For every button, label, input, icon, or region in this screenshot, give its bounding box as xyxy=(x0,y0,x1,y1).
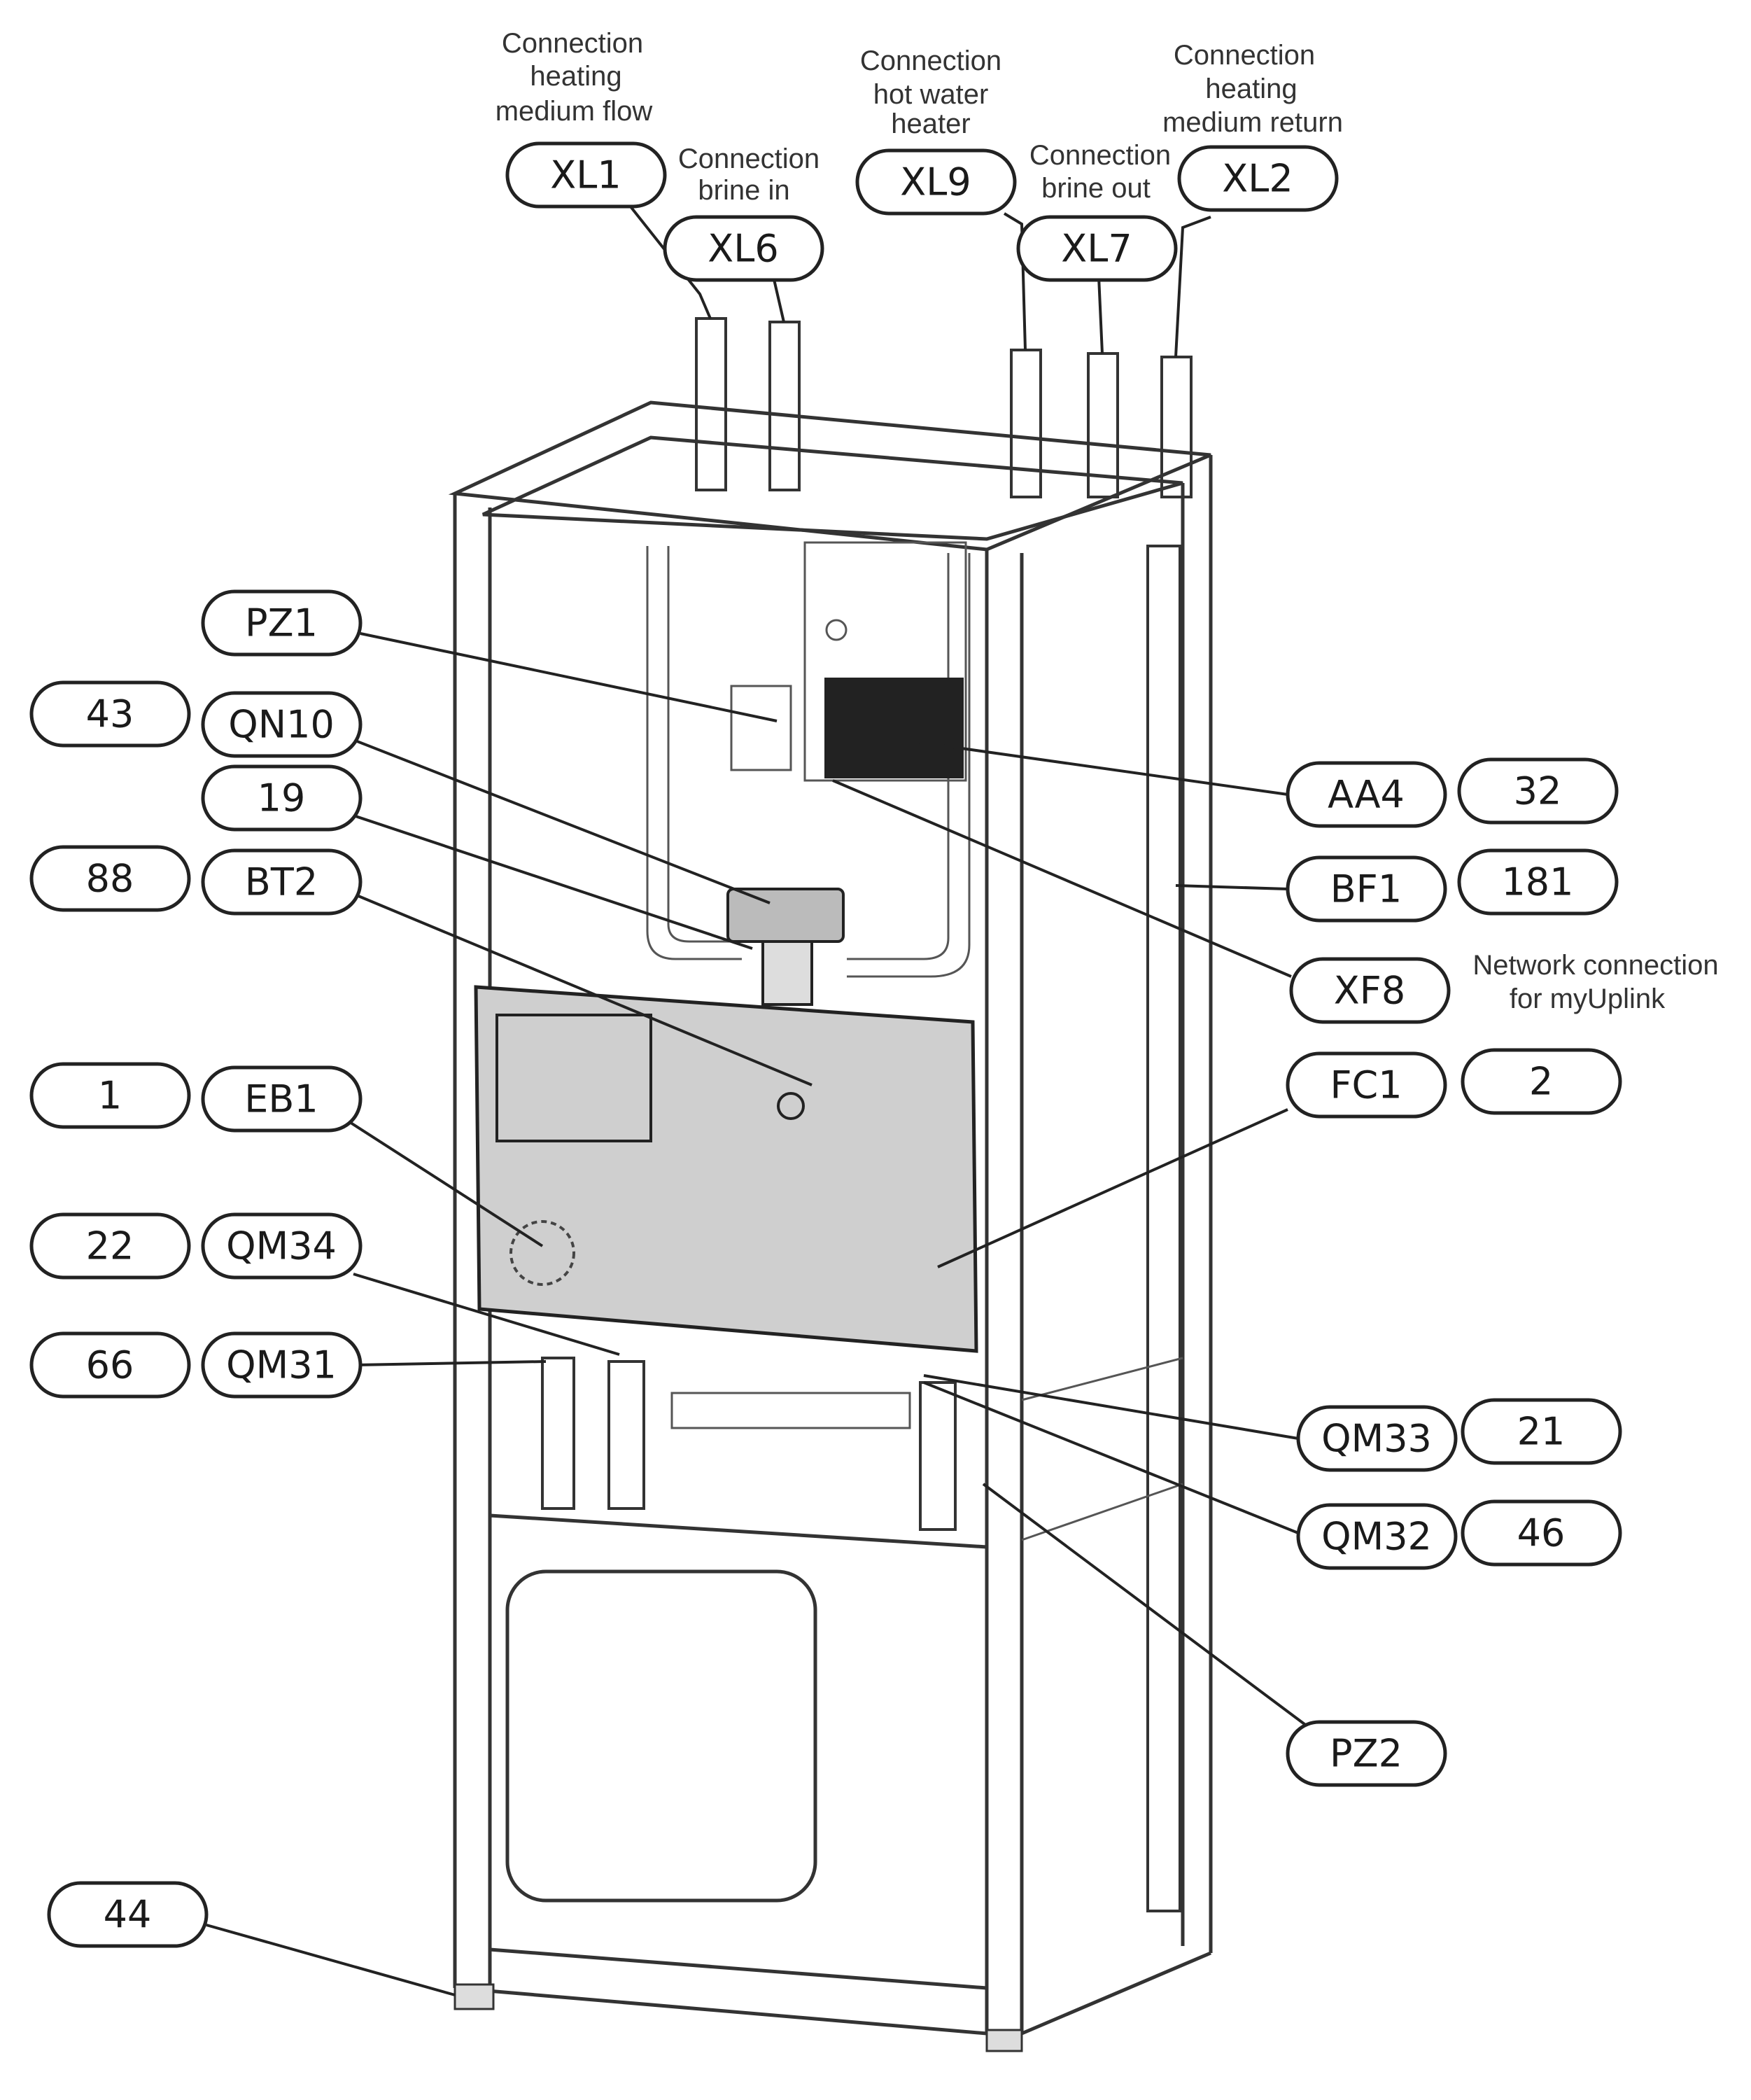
svg-text:BF1: BF1 xyxy=(1330,867,1402,911)
svg-text:PZ1: PZ1 xyxy=(245,601,318,645)
svg-text:QN10: QN10 xyxy=(228,703,335,747)
callout-xl2: XL2 xyxy=(1177,145,1339,212)
svg-text:44: 44 xyxy=(104,1893,152,1937)
caption-xl9-line-3: heater xyxy=(891,108,970,139)
svg-text:43: 43 xyxy=(86,692,134,736)
callout-46: 46 xyxy=(1461,1499,1622,1567)
caption-xl9-line-1: Connection xyxy=(860,46,1001,76)
callout-1: 1 xyxy=(29,1062,191,1129)
callout-xl9: XL9 xyxy=(855,148,1017,216)
svg-text:XL1: XL1 xyxy=(550,153,621,197)
callout-19: 19 xyxy=(201,764,363,832)
svg-text:19: 19 xyxy=(258,776,306,820)
caption-xl1-line-2: heating xyxy=(530,61,621,92)
callout-32: 32 xyxy=(1457,757,1619,825)
caption-xl1-line-1: Connection xyxy=(502,28,643,59)
svg-text:181: 181 xyxy=(1501,860,1573,904)
svg-text:66: 66 xyxy=(86,1343,134,1387)
caption-xl2-line-1: Connection xyxy=(1174,40,1315,71)
callout-qm34: QM34 xyxy=(201,1212,363,1280)
callout-22: 22 xyxy=(29,1212,191,1280)
svg-text:EB1: EB1 xyxy=(244,1077,318,1121)
caption-xl2-line-2: heating xyxy=(1205,74,1297,104)
svg-text:PZ2: PZ2 xyxy=(1330,1732,1402,1776)
caption-xf8-line-2: for myUplink xyxy=(1510,983,1666,1014)
callout-xf8: XF8 xyxy=(1289,957,1451,1024)
svg-text:QM32: QM32 xyxy=(1321,1515,1432,1559)
callout-xl7: XL7 xyxy=(1016,215,1178,282)
callout-qm33: QM33 xyxy=(1296,1405,1458,1472)
heat-pump-unit-drawing xyxy=(448,317,1213,2052)
svg-text:BT2: BT2 xyxy=(245,860,318,904)
callout-2: 2 xyxy=(1461,1048,1622,1115)
svg-text:QM33: QM33 xyxy=(1321,1417,1432,1461)
callout-eb1: EB1 xyxy=(201,1065,363,1133)
svg-text:XL7: XL7 xyxy=(1061,227,1132,271)
callout-xl1: XL1 xyxy=(505,141,667,209)
svg-text:FC1: FC1 xyxy=(1330,1063,1402,1107)
caption-xl6-line-1: Connection xyxy=(678,144,820,174)
svg-text:1: 1 xyxy=(98,1074,122,1118)
svg-text:XL9: XL9 xyxy=(900,160,971,204)
svg-text:XL6: XL6 xyxy=(708,227,778,271)
svg-text:QM31: QM31 xyxy=(226,1343,337,1387)
callout-pz1: PZ1 xyxy=(201,589,363,657)
svg-text:46: 46 xyxy=(1517,1511,1566,1555)
callout-43: 43 xyxy=(29,680,191,748)
callout-qn10: QN10 xyxy=(201,691,363,758)
callout-aa4: AA4 xyxy=(1286,761,1447,828)
svg-text:AA4: AA4 xyxy=(1328,773,1405,817)
callout-bt2: BT2 xyxy=(201,848,363,916)
caption-xl6-line-2: brine in xyxy=(698,175,789,206)
svg-text:QM34: QM34 xyxy=(226,1224,337,1268)
leader-lines xyxy=(206,191,1317,1996)
svg-text:22: 22 xyxy=(86,1224,134,1268)
callout-pz2: PZ2 xyxy=(1286,1720,1447,1787)
caption-xl7-line-1: Connection xyxy=(1029,140,1171,171)
caption-xf8-line-1: Network connection xyxy=(1472,950,1718,981)
svg-text:XL2: XL2 xyxy=(1222,157,1293,201)
svg-text:21: 21 xyxy=(1517,1410,1566,1454)
svg-text:32: 32 xyxy=(1514,769,1562,813)
svg-text:88: 88 xyxy=(86,857,134,901)
callout-qm32: QM32 xyxy=(1296,1503,1458,1570)
callout-fc1: FC1 xyxy=(1286,1051,1447,1119)
svg-text:2: 2 xyxy=(1529,1060,1553,1104)
callout-21: 21 xyxy=(1461,1398,1622,1465)
callout-xl6: XL6 xyxy=(663,215,824,282)
caption-xl7-line-2: brine out xyxy=(1041,173,1151,204)
caption-xl2-line-3: medium return xyxy=(1162,107,1343,138)
caption-xl9-line-2: hot water xyxy=(873,79,989,110)
svg-text:XF8: XF8 xyxy=(1334,969,1405,1013)
callout-66: 66 xyxy=(29,1331,191,1399)
caption-xl1-line-3: medium flow xyxy=(495,96,653,127)
callout-181: 181 xyxy=(1457,848,1619,916)
callout-qm31: QM31 xyxy=(201,1331,363,1399)
callout-bf1: BF1 xyxy=(1286,855,1447,923)
callout-88: 88 xyxy=(29,845,191,912)
callout-44: 44 xyxy=(47,1881,209,1948)
